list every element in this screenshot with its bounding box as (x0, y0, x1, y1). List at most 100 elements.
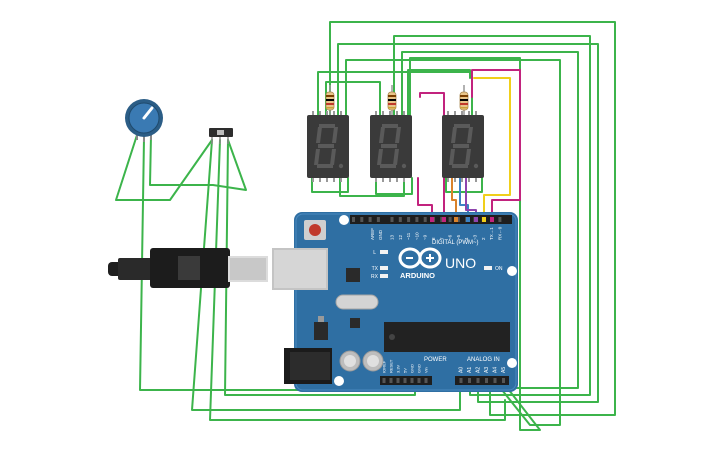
digital-pin[interactable] (398, 217, 402, 222)
digital-pin[interactable] (448, 217, 452, 222)
wire-yellow[interactable] (473, 77, 511, 221)
digital-pin-label: TX→1 (489, 227, 494, 240)
analog-pin[interactable] (476, 378, 480, 383)
wire-disp-link[interactable] (339, 177, 405, 197)
analog-label: ANALOG IN (467, 357, 500, 363)
power-label: POWER (424, 357, 447, 363)
seven-segment-display[interactable] (442, 111, 484, 182)
mount-hole (507, 266, 517, 276)
digital-pin-label: ~10 (414, 232, 419, 240)
analog-pin[interactable] (485, 378, 488, 383)
power-pin-label: RESET (389, 359, 394, 373)
digital-pin-label: 13 (390, 234, 395, 240)
wire-loop-2[interactable] (337, 43, 599, 403)
header-pin[interactable] (352, 217, 355, 222)
digital-pin-label: ~9 (423, 234, 428, 240)
power-pin-label: IOREF (382, 360, 387, 373)
power-pin-label: Vin (424, 367, 429, 373)
resistor-3[interactable] (459, 85, 469, 118)
digital-pin[interactable] (415, 217, 419, 222)
power-pin[interactable] (396, 378, 400, 383)
wire-disp3-bottom[interactable] (445, 177, 483, 193)
digital-pin[interactable] (423, 217, 427, 222)
power-pin-label: 3.3V (396, 364, 401, 373)
seven-segment-display[interactable] (307, 111, 349, 182)
label-l: L (373, 250, 376, 256)
wire-loop-5[interactable] (345, 59, 561, 426)
mount-hole (334, 376, 344, 386)
digital-pin[interactable] (440, 217, 444, 222)
aref-label: AREF (370, 228, 375, 240)
analog-pin-label: A3 (484, 367, 490, 373)
wire-disp1-bottom[interactable] (311, 177, 349, 193)
digital-pin[interactable] (390, 217, 394, 222)
usb-cable-icon (108, 248, 268, 288)
wire-magenta-2[interactable] (471, 69, 521, 221)
wire-loop-8[interactable] (407, 69, 471, 116)
chip (350, 318, 360, 328)
digital-pin-label: ~11 (406, 232, 411, 240)
wire-pot-right[interactable] (149, 134, 247, 191)
analog-pin[interactable] (459, 378, 463, 383)
wire-pot-left[interactable] (115, 134, 213, 201)
led-on (484, 266, 492, 270)
digital-pin[interactable] (407, 217, 411, 222)
wire-magenta-1[interactable] (419, 92, 445, 221)
header-pin[interactable] (376, 217, 380, 222)
model-label: UNO (445, 255, 476, 271)
label-tx: TX (372, 266, 379, 272)
analog-pin[interactable] (468, 378, 471, 383)
power-pin-label: 5V (403, 368, 408, 373)
atmega-chip (384, 322, 510, 352)
wire-terminals (430, 217, 494, 222)
power-pin[interactable] (403, 378, 407, 383)
analog-pin[interactable] (502, 378, 505, 383)
led-tx (380, 266, 388, 270)
power-pin[interactable] (410, 378, 414, 383)
power-jack (284, 348, 332, 384)
power-pin[interactable] (389, 378, 393, 383)
power-pin[interactable] (417, 378, 421, 383)
digital-pin[interactable] (498, 217, 502, 222)
digital-pin-label: 2 (481, 237, 486, 240)
slide-switch-icon[interactable] (209, 128, 233, 144)
resistor-2[interactable] (387, 85, 397, 118)
digital-pin-label: 4 (464, 237, 469, 240)
analog-pin-label: A5 (501, 367, 507, 373)
wire-loop-3[interactable] (393, 35, 591, 396)
wire-loop-9[interactable] (409, 57, 541, 431)
label-rx: RX (371, 274, 379, 280)
header-pin[interactable] (360, 217, 364, 222)
power-pin-label: GND (410, 364, 415, 373)
digital-pin-label: ~5 (456, 234, 461, 240)
seven-segment-display[interactable] (370, 111, 412, 182)
wire-orange[interactable] (451, 177, 457, 221)
analog-pin-label: A0 (459, 367, 465, 373)
digital-label: DIGITAL (PWM~) (432, 240, 479, 246)
resistor-1[interactable] (325, 85, 335, 118)
wire-disp2-bottom[interactable] (375, 177, 413, 195)
potentiometer-icon[interactable] (125, 99, 163, 142)
power-pin[interactable] (382, 378, 386, 383)
mount-hole (507, 358, 517, 368)
digital-pin-label: 7 (439, 237, 444, 240)
analog-pin-label: A2 (476, 367, 482, 373)
power-pin[interactable] (424, 378, 428, 383)
header-pin[interactable] (368, 217, 372, 222)
analog-pin[interactable] (493, 378, 497, 383)
brand-label: ARDUINO (400, 271, 435, 280)
digital-pin[interactable] (456, 217, 460, 222)
power-pin-label: GND (417, 364, 422, 373)
digital-pin-label: ~6 (448, 234, 453, 240)
reset-button[interactable] (304, 220, 326, 240)
usb-chip (346, 268, 360, 282)
wire-loop-outer[interactable] (329, 21, 616, 416)
regulator (314, 322, 328, 340)
mount-hole (339, 215, 349, 225)
led-l (380, 250, 388, 254)
label-on: ON (495, 266, 503, 272)
crystal (335, 294, 379, 310)
